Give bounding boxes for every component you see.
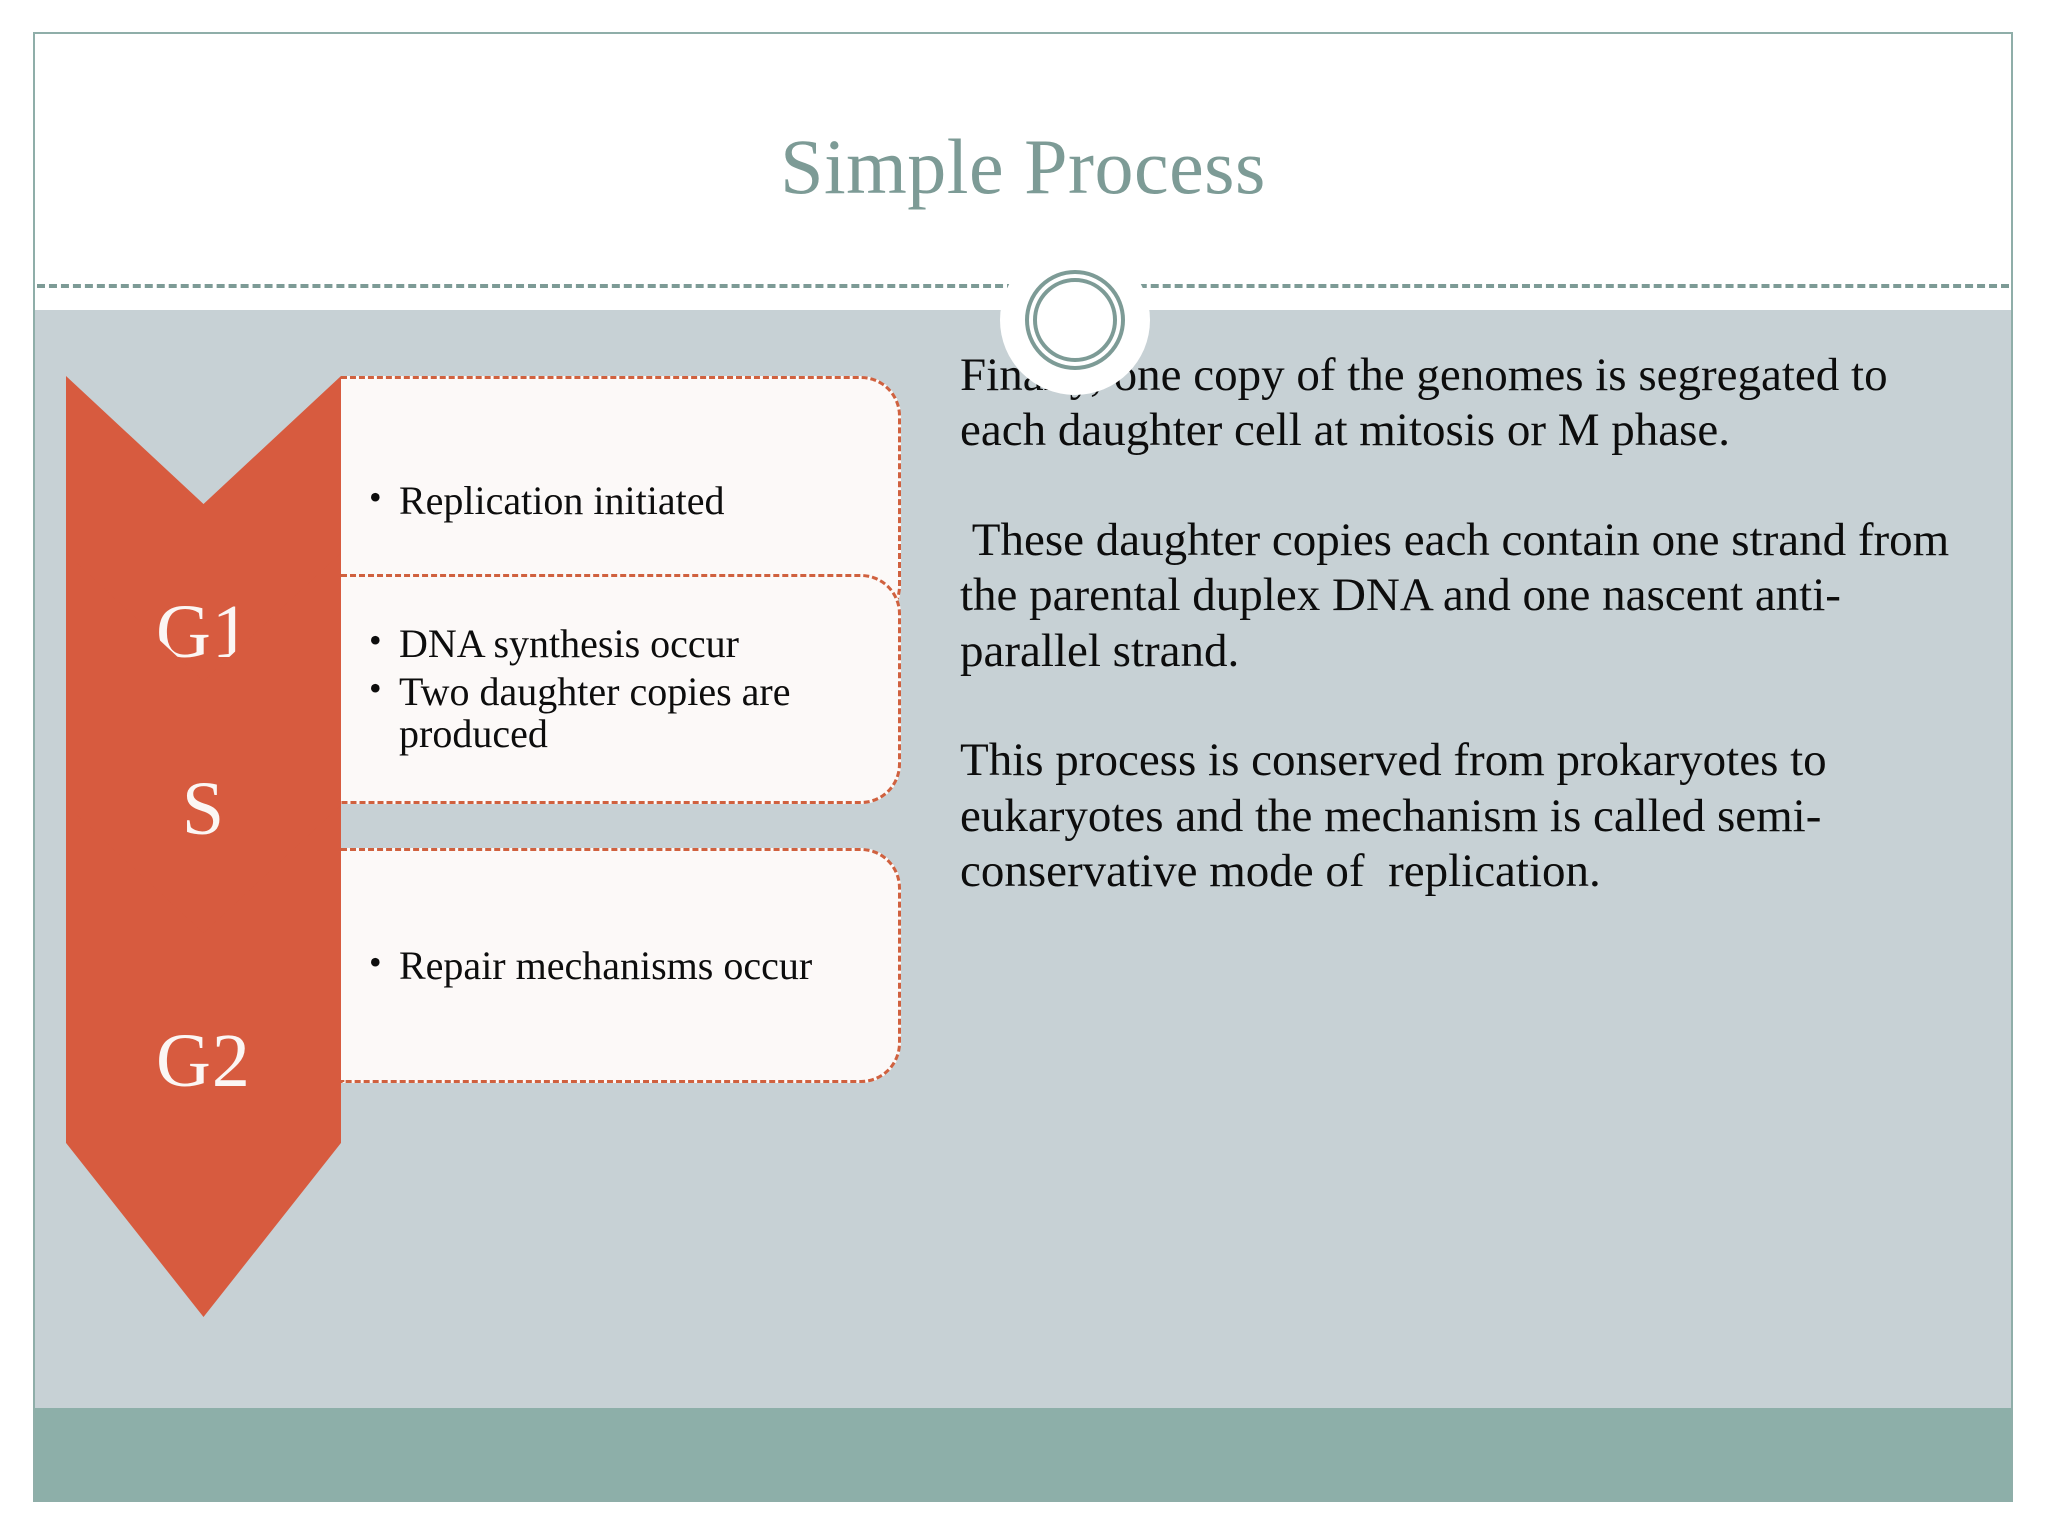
- chevron-label-s: S: [181, 767, 226, 851]
- page-title: Simple Process: [780, 123, 1266, 210]
- list-item: Repair mechanisms occur: [369, 944, 876, 987]
- list-item: Two daughter copies are produced: [369, 670, 876, 755]
- narrative-paragraph: Finally, one copy of the genomes is segr…: [960, 349, 1900, 457]
- narrative-text: Finally, one copy of the genomes is segr…: [960, 348, 1980, 900]
- chevron-label-g2: G2: [156, 1019, 251, 1103]
- process-diagram: G1 Replication initiated S DNA synthesis…: [35, 310, 935, 1408]
- title-zone: Simple Process: [35, 34, 2011, 310]
- callout-box-g2: Repair mechanisms occur: [341, 848, 901, 1083]
- callout-list-g2: Repair mechanisms occur: [341, 944, 898, 987]
- dashed-divider: [37, 284, 2009, 288]
- callout-list-g1: Replication initiated: [341, 479, 898, 522]
- callout-list-s: DNA synthesis occur Two daughter copies …: [341, 622, 898, 755]
- narrative-paragraph: This process is conserved from prokaryot…: [960, 734, 1839, 898]
- slide: Simple Process G1 Replication initiated …: [33, 32, 2013, 1502]
- list-item: Replication initiated: [369, 479, 876, 522]
- list-item: DNA synthesis occur: [369, 622, 876, 665]
- callout-box-s: DNA synthesis occur Two daughter copies …: [341, 574, 901, 804]
- body-panel: G1 Replication initiated S DNA synthesis…: [35, 310, 2011, 1408]
- narrative-paragraph: These daughter copies each contain one s…: [960, 513, 1961, 677]
- footer-bar: [35, 1408, 2011, 1500]
